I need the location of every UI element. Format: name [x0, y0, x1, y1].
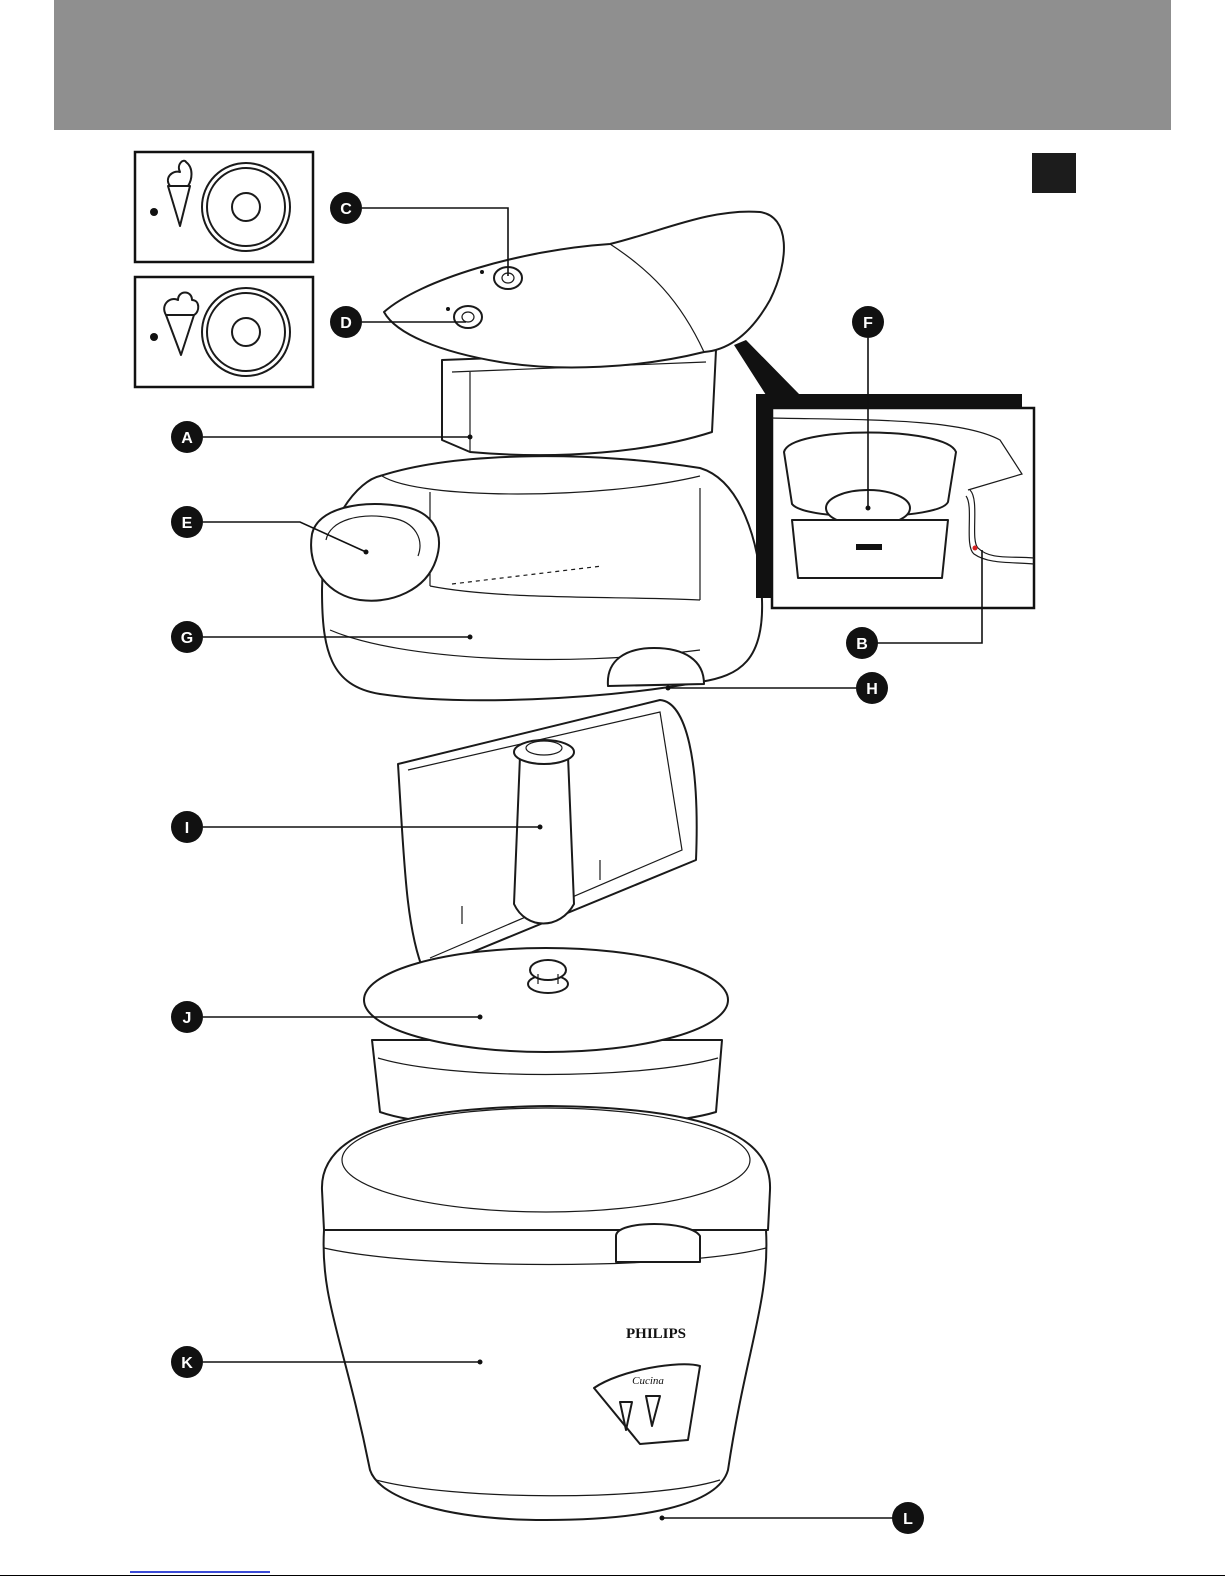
- cucina-logo-text: Cucina: [632, 1375, 664, 1387]
- svg-text:H: H: [866, 681, 878, 698]
- svg-text:A: A: [181, 430, 193, 447]
- svg-text:E: E: [182, 515, 193, 532]
- svg-text:B: B: [856, 636, 868, 653]
- footer-rule: [0, 1575, 1225, 1576]
- mixing-paddle: [398, 700, 697, 972]
- svg-text:L: L: [903, 1511, 913, 1528]
- svg-text:K: K: [181, 1355, 193, 1372]
- callout-J: J: [171, 1001, 203, 1033]
- brand-logo-text: PHILIPS: [626, 1326, 686, 1342]
- callout-B: B: [846, 627, 878, 659]
- svg-text:G: G: [181, 630, 193, 647]
- callout-K: K: [171, 1346, 203, 1378]
- svg-text:D: D: [340, 315, 352, 332]
- callout-E: E: [171, 506, 203, 538]
- inset-underside-view: [734, 340, 1034, 608]
- callout-I: I: [171, 811, 203, 843]
- freezer-lid: [364, 948, 728, 1128]
- inset-scoop-ice-button: [135, 277, 313, 387]
- callout-A: A: [171, 421, 203, 453]
- housing: [311, 456, 762, 700]
- motor-unit: [384, 212, 784, 456]
- freezer-bowl-base: [322, 1106, 770, 1520]
- inset-soft-ice-button: [135, 152, 313, 262]
- svg-text:I: I: [185, 820, 189, 837]
- callout-F: F: [852, 306, 884, 338]
- svg-text:C: C: [340, 201, 352, 218]
- callout-C: C: [330, 192, 362, 224]
- callout-G: G: [171, 621, 203, 653]
- callout-H: H: [856, 672, 888, 704]
- svg-text:F: F: [863, 315, 873, 332]
- callout-D: D: [330, 306, 362, 338]
- svg-text:J: J: [183, 1010, 192, 1027]
- callout-L: L: [892, 1502, 924, 1534]
- footer-link-underline: [130, 1571, 270, 1573]
